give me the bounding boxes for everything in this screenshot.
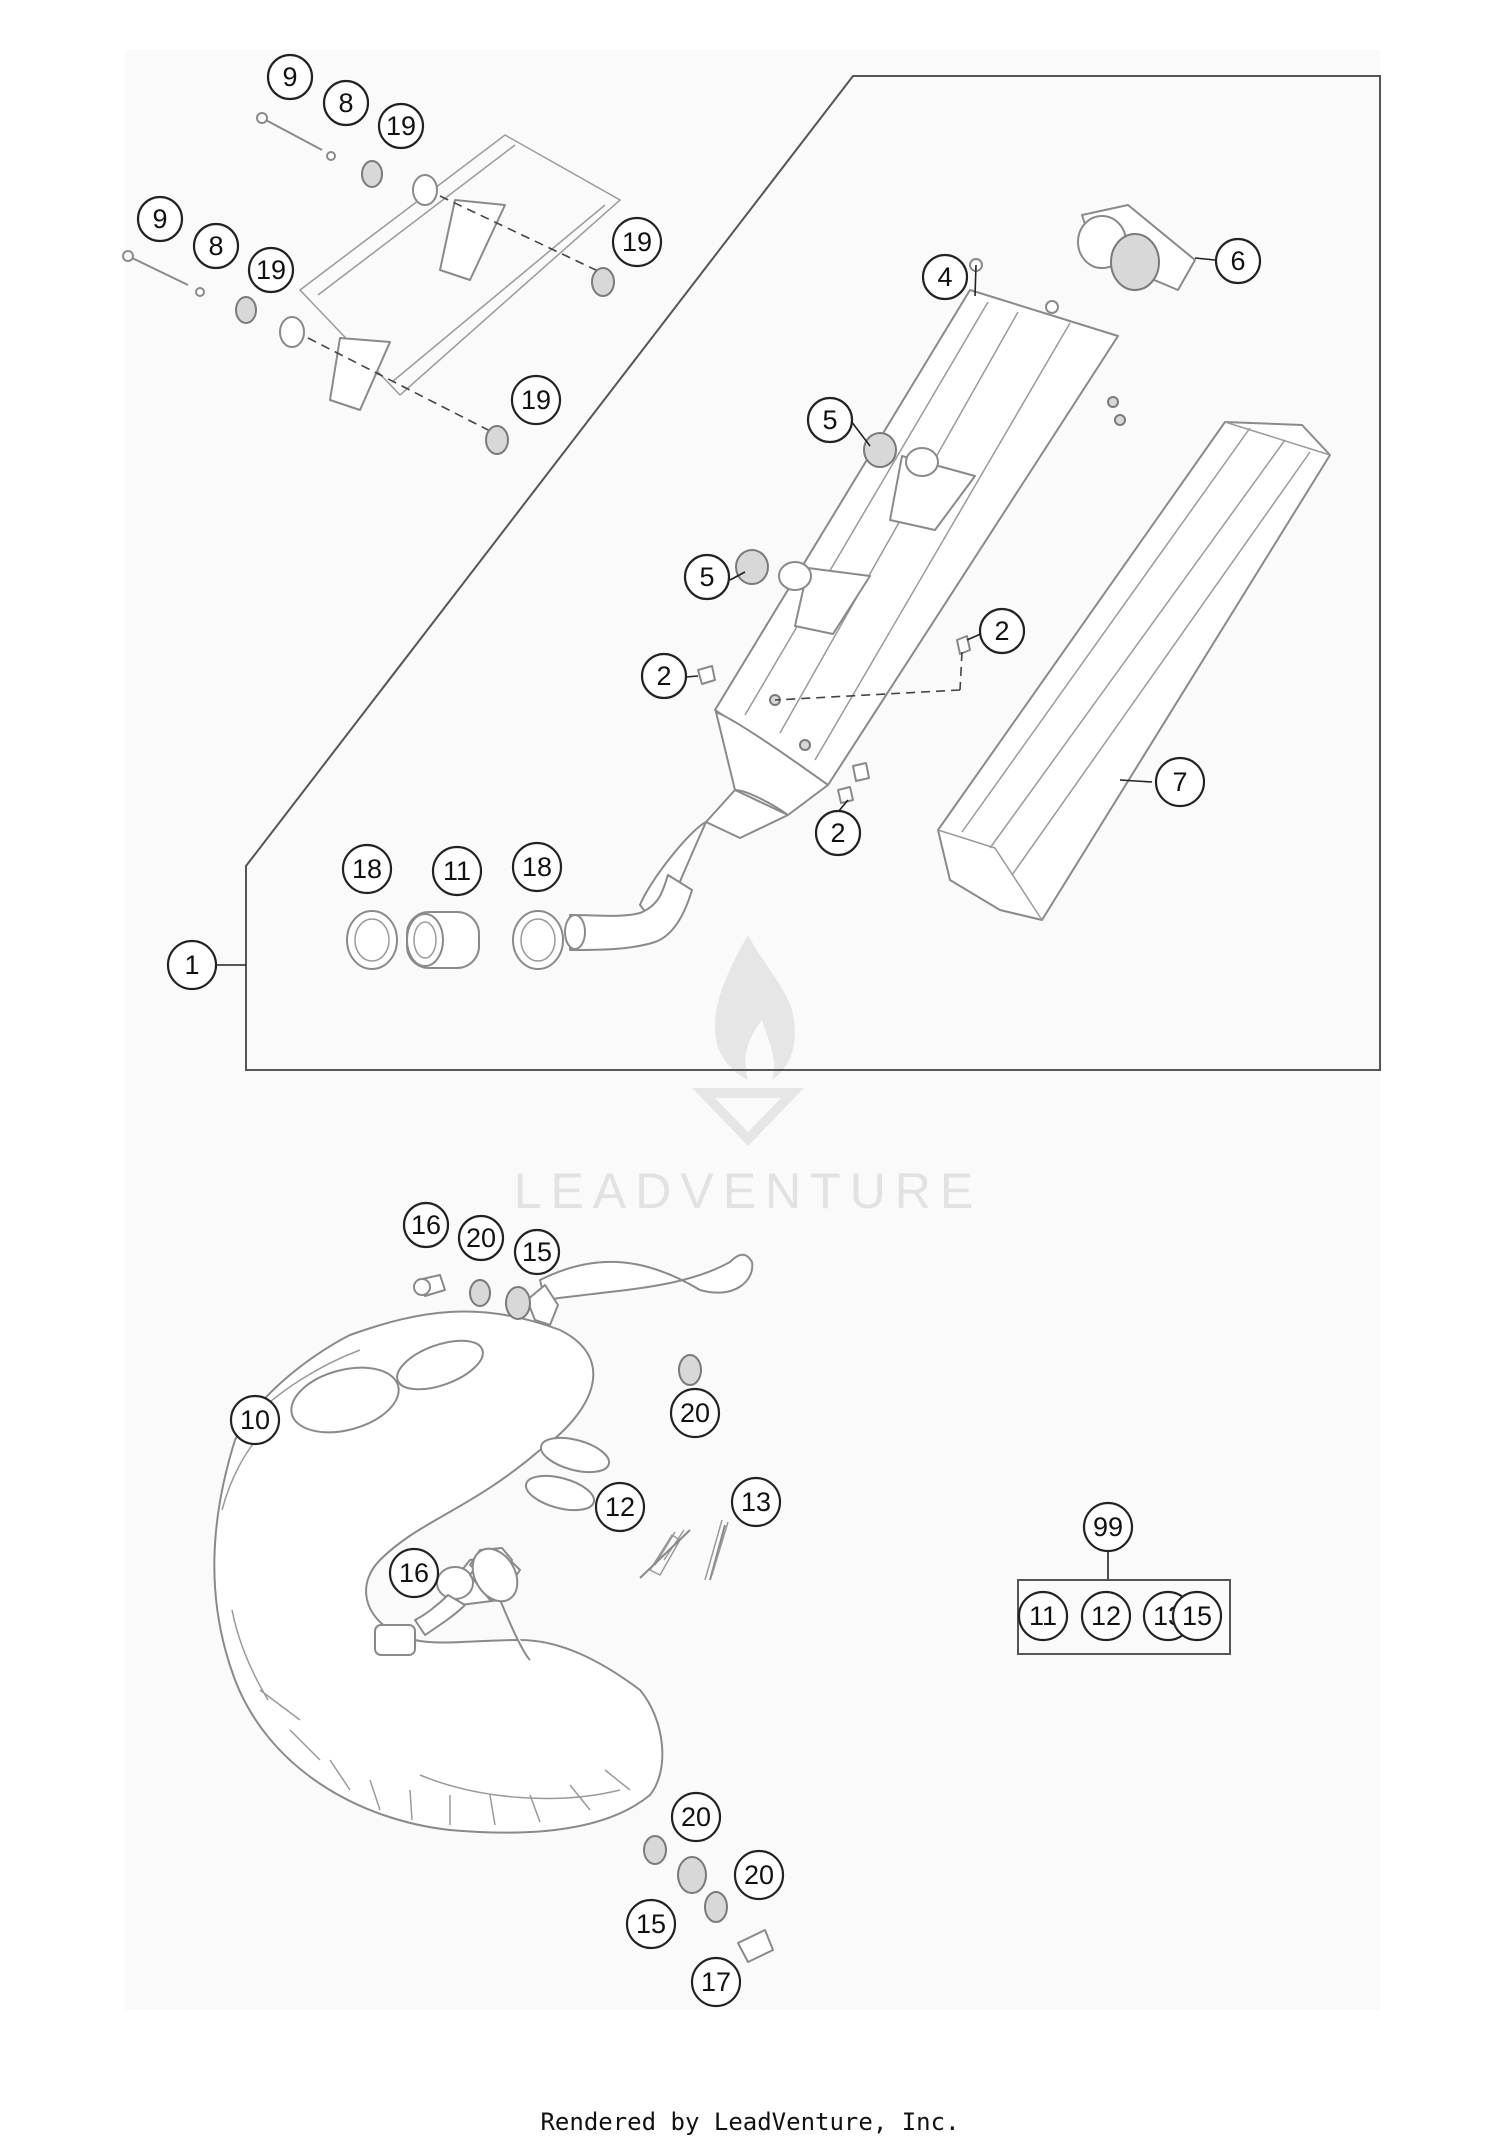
kit-item-15: 15 <box>1171 1590 1223 1642</box>
callout-4: 4 <box>921 253 969 301</box>
watermark: LEADVENTURE <box>514 935 983 1219</box>
svg-text:20: 20 <box>744 1860 774 1890</box>
callout-18: 18 <box>511 841 563 893</box>
svg-text:4: 4 <box>937 262 952 292</box>
end-cap <box>1077 204 1196 291</box>
svg-text:7: 7 <box>1172 767 1187 797</box>
grommet-lower <box>735 549 769 585</box>
svg-text:13: 13 <box>741 1487 771 1517</box>
svg-text:8: 8 <box>338 88 353 118</box>
silencer-assembly-frame <box>245 75 1381 1071</box>
svg-text:10: 10 <box>240 1405 270 1435</box>
svg-text:12: 12 <box>1091 1601 1121 1631</box>
svg-text:2: 2 <box>830 818 845 848</box>
svg-text:17: 17 <box>701 1967 731 1997</box>
callout-20: 20 <box>669 1387 721 1439</box>
callout-16: 16 <box>402 1201 450 1249</box>
callout-2: 2 <box>978 607 1026 655</box>
callout-20: 20 <box>457 1214 505 1262</box>
callout-9: 9 <box>266 53 314 101</box>
callout-19: 19 <box>247 246 295 294</box>
svg-text:16: 16 <box>399 1558 429 1588</box>
callout-8: 8 <box>322 79 370 127</box>
svg-text:2: 2 <box>656 661 671 691</box>
svg-text:15: 15 <box>1182 1601 1212 1631</box>
watermark-flame-icon <box>715 935 795 1080</box>
silencer-cover <box>937 421 1331 921</box>
grommet-upper <box>863 432 897 468</box>
footer-credit: Rendered by LeadVenture, Inc. <box>540 2108 960 2136</box>
svg-text:99: 99 <box>1093 1512 1123 1542</box>
kit-item-11: 11 <box>1017 1590 1069 1642</box>
svg-text:15: 15 <box>522 1237 552 1267</box>
callout-10: 10 <box>229 1394 281 1446</box>
callout-6: 6 <box>1214 237 1262 285</box>
pipe-hardware <box>413 1274 774 1963</box>
callout-5: 5 <box>806 396 854 444</box>
mounting-hardware <box>122 112 615 455</box>
svg-text:19: 19 <box>256 255 286 285</box>
svg-text:11: 11 <box>443 856 471 886</box>
svg-text:20: 20 <box>681 1802 711 1832</box>
svg-text:18: 18 <box>522 852 552 882</box>
svg-text:6: 6 <box>1230 246 1245 276</box>
callout-2: 2 <box>640 652 688 700</box>
callout-2: 2 <box>814 809 862 857</box>
callout-20: 20 <box>670 1791 722 1843</box>
svg-text:5: 5 <box>822 405 837 435</box>
callout-20: 20 <box>733 1849 785 1901</box>
svg-text:8: 8 <box>208 231 223 261</box>
callout-9: 9 <box>136 195 184 243</box>
callout-19: 19 <box>611 216 663 268</box>
svg-text:1: 1 <box>184 950 199 980</box>
callout-15: 15 <box>625 1898 677 1950</box>
svg-text:16: 16 <box>411 1210 441 1240</box>
watermark-text: LEADVENTURE <box>514 1163 983 1219</box>
callout-13: 13 <box>730 1476 782 1528</box>
svg-text:19: 19 <box>521 385 551 415</box>
screws <box>697 635 971 804</box>
svg-text:12: 12 <box>605 1492 635 1522</box>
callout-17: 17 <box>690 1956 742 2008</box>
svg-text:9: 9 <box>152 204 167 234</box>
nut-right <box>1045 300 1059 314</box>
callout-18: 18 <box>341 843 393 895</box>
svg-text:18: 18 <box>352 854 382 884</box>
callout-16: 16 <box>388 1547 440 1599</box>
callout-1: 1 <box>166 939 218 991</box>
svg-text:2: 2 <box>994 616 1009 646</box>
callout-12: 12 <box>594 1481 646 1533</box>
svg-text:19: 19 <box>622 227 652 257</box>
callout-99: 99 <box>1082 1501 1134 1553</box>
callout-19: 19 <box>377 102 425 150</box>
svg-text:19: 19 <box>386 111 416 141</box>
kit-item-12: 12 <box>1080 1590 1132 1642</box>
callout-19: 19 <box>510 374 562 426</box>
callout-11: 11 <box>431 845 483 897</box>
svg-text:15: 15 <box>636 1909 666 1939</box>
link-pipe-and-seals <box>346 874 693 970</box>
watermark-chevron-icon <box>692 1088 804 1146</box>
mounting-bracket <box>298 134 622 411</box>
svg-text:20: 20 <box>680 1398 710 1428</box>
callout-8: 8 <box>192 222 240 270</box>
callout-5: 5 <box>683 553 731 601</box>
svg-text:20: 20 <box>466 1223 496 1253</box>
svg-text:11: 11 <box>1029 1601 1057 1631</box>
svg-text:5: 5 <box>699 562 714 592</box>
callout-7: 7 <box>1154 756 1206 808</box>
svg-text:9: 9 <box>282 62 297 92</box>
callout-15: 15 <box>513 1228 561 1276</box>
